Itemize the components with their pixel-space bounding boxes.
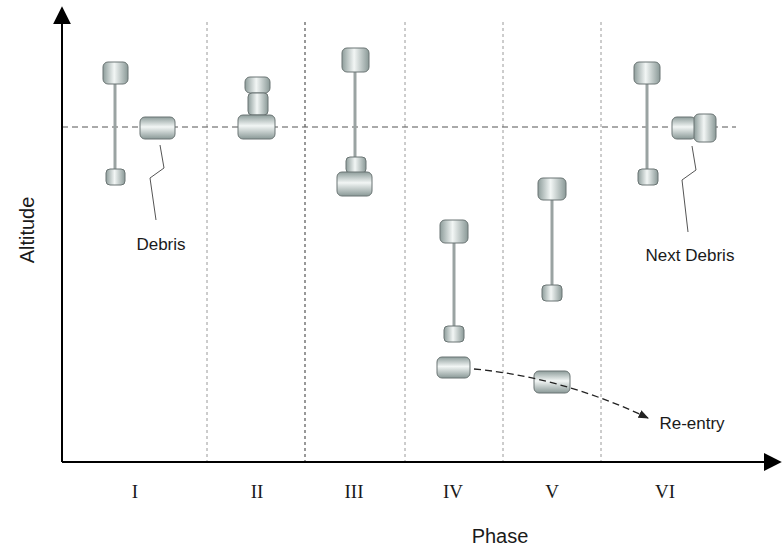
satellite [103, 48, 716, 393]
x-axis [62, 461, 780, 463]
phase-number: V [545, 482, 559, 503]
callout-label: Next Debris [646, 247, 735, 266]
phase-number: VI [655, 482, 675, 503]
phase-number: III [345, 482, 364, 503]
phase-number: IV [443, 482, 463, 503]
phase-separator [207, 22, 601, 462]
callout-label: Re-entry [659, 415, 724, 434]
callout-label: Debris [136, 236, 185, 255]
tether [115, 72, 647, 326]
leader-line [682, 146, 696, 232]
phase-number: II [251, 482, 264, 503]
phase-number: I [132, 482, 138, 503]
axis-title: Phase [472, 525, 529, 547]
phase-separator [304, 22, 305, 462]
y-axis [61, 8, 63, 462]
axis-title: Altitude [16, 197, 38, 264]
reentry-arrow [474, 369, 648, 418]
leader-line [150, 145, 164, 220]
